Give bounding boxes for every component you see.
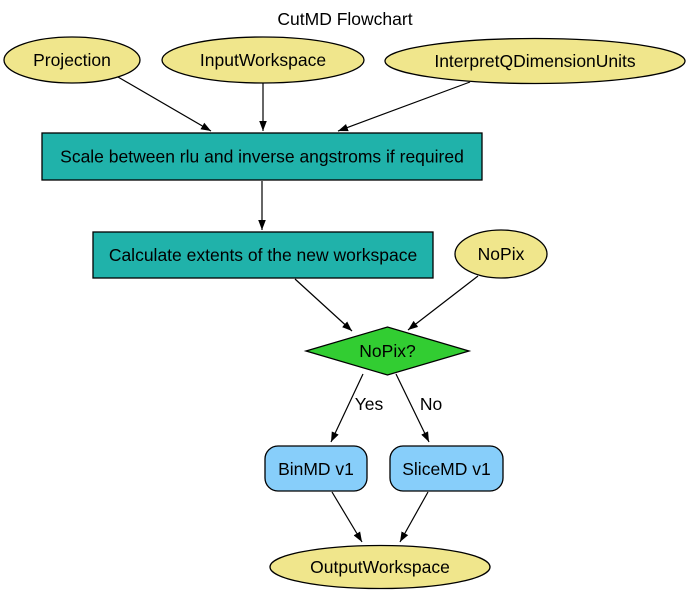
- scale-process-label: Scale between rlu and inverse angstroms …: [60, 147, 464, 167]
- slicemd-label: SliceMD v1: [402, 459, 491, 479]
- node-calculate-extents: Calculate extents of the new workspace: [92, 231, 434, 279]
- projection-ellipse: [3, 36, 141, 84]
- edge-calculate-to-decision: [294, 278, 353, 332]
- edge-binmd-to-output: [331, 491, 363, 543]
- edge-slicemd-to-output: [399, 491, 429, 543]
- nopix-param-ellipse: [454, 229, 548, 279]
- input-workspace-ellipse: [161, 36, 365, 84]
- edge-nopix-to-decision: [407, 275, 479, 331]
- calculate-extents-label: Calculate extents of the new workspace: [109, 245, 417, 265]
- edge-interpretq-to-scale: [337, 81, 471, 132]
- edge-decision-no-to-slicemd: [395, 373, 430, 443]
- nopix-param-label: NoPix: [478, 244, 525, 264]
- projection-label: Projection: [33, 50, 111, 70]
- input-workspace-label: InputWorkspace: [200, 50, 326, 70]
- edge-projection-to-scale: [117, 76, 212, 132]
- edge-label-yes: Yes: [355, 394, 384, 414]
- scale-process-rect: [41, 132, 483, 181]
- edge-label-no: No: [420, 394, 442, 414]
- nopix-decision-diamond: [303, 326, 472, 376]
- edge-decision-yes-to-binmd: [330, 373, 364, 443]
- node-input-workspace: InputWorkspace: [161, 36, 365, 84]
- calculate-extents-rect: [92, 231, 434, 279]
- node-projection: Projection: [3, 36, 141, 84]
- node-nopix-param: NoPix: [454, 229, 548, 279]
- output-workspace-ellipse: [269, 544, 491, 590]
- node-interpret-q-dimension-units: InterpretQDimensionUnits: [384, 37, 686, 85]
- edge-group: [117, 76, 479, 543]
- node-binmd: BinMD v1: [264, 445, 368, 492]
- interpret-q-dimension-units-ellipse: [384, 37, 686, 85]
- interpret-q-dimension-units-label: InterpretQDimensionUnits: [434, 51, 636, 71]
- nopix-decision-label: NoPix?: [359, 341, 416, 361]
- output-workspace-label: OutputWorkspace: [310, 557, 450, 577]
- node-slicemd: SliceMD v1: [389, 445, 504, 492]
- node-nopix-decision: NoPix?: [303, 326, 472, 376]
- node-output-workspace: OutputWorkspace: [269, 544, 491, 590]
- binmd-label: BinMD v1: [278, 459, 354, 479]
- diagram-title: CutMD Flowchart: [277, 9, 412, 29]
- node-scale-process: Scale between rlu and inverse angstroms …: [41, 132, 483, 181]
- binmd-rect: [264, 445, 368, 492]
- slicemd-rect: [389, 445, 504, 492]
